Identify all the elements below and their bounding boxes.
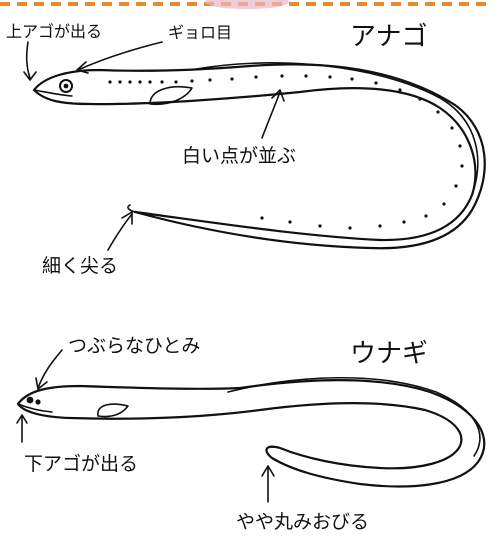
unagi-fin — [98, 404, 128, 416]
unagi-eye-arrow — [36, 350, 62, 389]
anago-eye-arrow — [77, 42, 162, 73]
anago-tail-tip — [128, 205, 135, 212]
unagi-eye — [27, 397, 34, 404]
unagi-eye-2 — [35, 399, 40, 404]
unagi-eye-label: つぶらなひとみ — [68, 335, 200, 357]
anago-tail-label: 細く尖る — [42, 255, 118, 277]
unagi-tail-arrow — [262, 466, 274, 502]
unagi-tail-label: やや丸みおびる — [236, 511, 369, 533]
anago-pupil — [64, 84, 69, 89]
anago-tail-arrow — [108, 212, 132, 250]
anago-eye-label: ギョロ目 — [168, 23, 232, 42]
anago-dots-arrow — [262, 90, 284, 138]
anago-dots-label: 白い点が並ぶ — [182, 145, 296, 167]
unagi-lower-jaw-label: 下アゴが出る — [24, 453, 138, 475]
unagi-name: ウナギ — [350, 339, 428, 369]
anago-name: アナゴ — [350, 22, 427, 52]
top-decoration — [205, 0, 289, 9]
anago-dorsal-line — [190, 63, 478, 200]
anago-upper-jaw-arrow — [24, 42, 36, 80]
unagi-lower-jaw-arrow — [17, 415, 27, 442]
anago-upper-jaw-label: 上アゴが出る — [6, 22, 102, 41]
